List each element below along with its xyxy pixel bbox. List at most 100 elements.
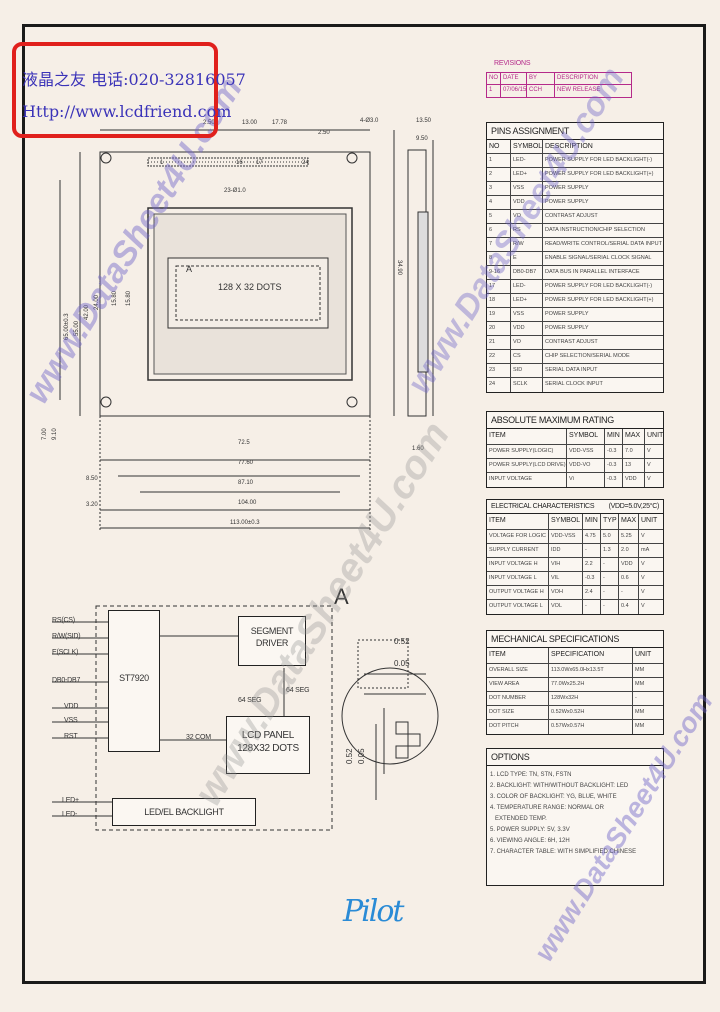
elec-row-cell: V [641,575,645,581]
pin-row-cell: SCLK [511,378,543,392]
electrical-condition: (VDD=5.0V,25°C) [608,503,660,510]
pilot-logo: Pilot [343,894,404,929]
detail-dim-2: 0.05 [394,659,410,668]
detail-dim-4: 0.05 [357,748,366,764]
mech-row-cell: DOT NUMBER [487,692,549,705]
mech-row-cell: MM [635,723,645,729]
dim-side-3: 42.00 [84,304,90,320]
mech-row-cell: 128Wx32H [549,692,633,705]
pin-row-cell: POWER SUPPLY [545,311,589,317]
logo-text: Pilot [343,894,404,929]
elec-row-cell: 2.2 [583,558,601,571]
abs-row-cell: V [647,462,651,468]
dim-top-3: 17.78 [272,120,288,126]
elec-row-cell: 5.0 [601,530,619,543]
elec-row-cell: VDD [619,558,639,571]
pcb-outline [99,151,371,417]
option-item: 3. COLOR OF BACKLIGHT: YG, BLUE, WHITE [490,794,617,800]
pins-title: PINS ASSIGNMENT [487,123,663,140]
pins-header-symbol: SYMBOL [511,140,543,153]
dim-bottom-6: 104.00 [238,500,257,506]
pin-row-cell: 24 [487,378,511,392]
rev-cell: CCH [527,85,555,97]
abs-row-cell: VDD-VSS [567,445,605,458]
pin-row-cell: VSS [511,182,543,195]
stamp-line-2: Http://www.lcdfriend.com [22,102,232,121]
dim-top-4: 2.50 [318,130,330,136]
dim-side-1: 65.00±0.3 [64,313,70,340]
detail-dim-1: 0.52 [394,637,410,646]
absolute-table: ABSOLUTE MAXIMUM RATING ITEM SYMBOL MIN … [486,411,664,488]
abs-row-cell: V [647,448,651,454]
elec-row-cell: INPUT VOLTAGE H [487,558,549,571]
mech-row-cell: VIEW AREA [487,678,549,691]
dim-side-4: 24.00 [94,294,100,310]
dim-bottom-7: 113.00±0.3 [230,520,260,526]
mech-header-unit: UNIT [635,651,652,658]
abs-row-cell: POWER SUPPLY(LOGIC) [487,445,567,458]
signal-rw: R/W(SID) [52,633,81,640]
mechanical-drawing: 128 X 32 DOTS A 1 16 17 24 23-Ø1.0 2.50 … [42,118,434,532]
mech-row-cell: DOT PITCH [487,720,549,734]
pin-row-cell: VO [511,210,543,223]
pin-row-cell: LED- [511,154,543,167]
dim-top-7: 9.50 [416,136,428,142]
pin-row-cell: POWER SUPPLY FOR LED BACKLIGHT(-) [545,283,653,289]
option-item: EXTENDED TEMP. [490,816,547,822]
pin-row-cell: VO [511,336,543,349]
abs-header-max: MAX [623,429,645,444]
option-item: 2. BACKLIGHT: WITH/WITHOUT BACKLIGHT: LE… [490,783,629,789]
pin-row-cell: 7 [487,238,511,251]
elec-row-cell: 0.6 [619,572,639,585]
abs-row-cell: VDD-VO [567,459,605,472]
elec-row-cell: - [601,558,619,571]
option-item: 6. VIEWING ANGLE: 6H, 12H [490,838,570,844]
lcd-panel-label: LCD PANEL 128X32 DOTS [237,730,299,754]
elec-header-unit: UNIT [641,517,658,524]
pin-row-cell: POWER SUPPLY [545,199,589,205]
elec-header-min: MIN [583,514,601,529]
pin-row-cell: 19 [487,308,511,321]
pin-row-cell: SERIAL CLOCK INPUT [545,381,603,387]
dim-side-6: 15.80 [126,290,132,306]
mechanical-title: MECHANICAL SPECIFICATIONS [487,631,663,648]
signal-vdd: VDD [64,703,79,710]
pin-row-cell: LED+ [511,294,543,307]
abs-row-cell: 7.0 [623,445,645,458]
elec-header-max: MAX [619,514,639,529]
elec-row-cell: - [583,544,601,557]
pin-row-cell: DB0-DB7 [511,266,543,279]
pin-1-label: 1 [160,160,164,166]
signal-rst: RST [64,733,78,740]
elec-row-cell: 5.25 [619,530,639,543]
elec-row-cell: V [641,589,645,595]
pin-row-cell: R/W [511,238,543,251]
pin-row-cell: CHIP SELECTION/SERIAL MODE [545,353,630,359]
pin-row-cell: E [511,252,543,265]
pin-16-label: 16 [236,160,243,166]
abs-row-cell: POWER SUPPLY(LCD DRIVE) [487,459,567,472]
mech-row-cell: 0.57Wx0.57H [549,720,633,734]
corner-a-label: A [186,264,192,274]
elec-row-cell: IDD [549,544,583,557]
abs-row-cell: 13 [623,459,645,472]
rev-header-no: NO [487,73,501,84]
rev-header-date: DATE [501,73,527,84]
dim-side-7: 34.90 [396,260,402,276]
rev-header-by: BY [527,73,555,84]
pin-row-cell: CS [511,350,543,363]
elec-row-cell: 2.0 [619,544,639,557]
mech-header-item: ITEM [487,648,549,663]
mech-row-cell: MM [635,681,645,687]
